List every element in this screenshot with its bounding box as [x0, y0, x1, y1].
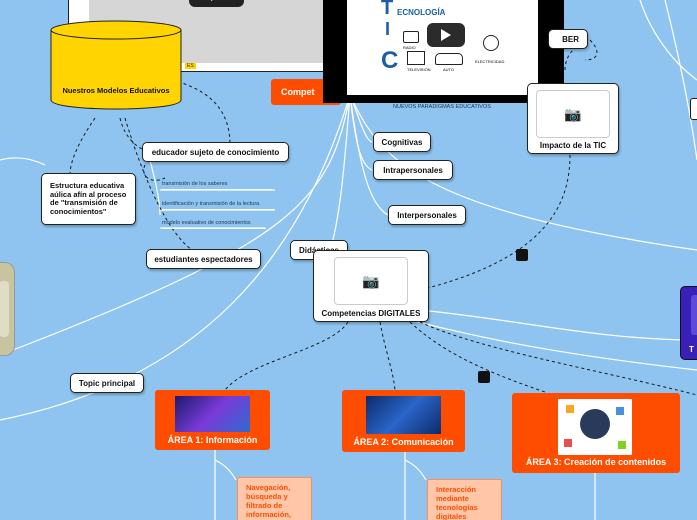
estructura-node[interactable]: Estructura educativa aúlica afín al proc… [41, 173, 136, 225]
tv-caption: TELEVISIÓN [407, 67, 431, 72]
area-3-label: ÁREA 3: Creación de contenidos [525, 457, 667, 467]
area-2-image [366, 396, 441, 434]
subtopic-evaluativo[interactable]: modelo evaluativo de conocimientos [162, 220, 266, 229]
intrapersonales-node[interactable]: Intrapersonales [373, 160, 453, 180]
image-placeholder: 📷 [334, 257, 408, 305]
area-1-node[interactable]: ÁREA 1: Información [155, 390, 270, 450]
left-edge-node[interactable] [0, 262, 15, 356]
subtopic-transmision[interactable]: transmisión de los saberes [162, 181, 272, 190]
area-3-image [558, 399, 632, 455]
estructura-label: Estructura educativa aúlica afín al proc… [50, 181, 127, 216]
estudiantes-label: estudiantes espectadores [154, 254, 253, 264]
lightbulb-icon [483, 35, 499, 51]
area-2-detail-label: Interacción mediante tecnologías digital… [436, 485, 478, 520]
right-edge-card[interactable] [690, 98, 697, 120]
area-1-detail-label: Navegación, búsqueda y filtrado de infor… [246, 483, 292, 519]
car-caption: AUTO [443, 67, 455, 72]
area-3-node[interactable]: ÁREA 3: Creación de contenidos [512, 393, 680, 473]
interpersonales-label: Interpersonales [397, 210, 457, 220]
area-1-label: ÁREA 1: Información [167, 435, 258, 445]
educador-label: educador sujeto de conocimiento [151, 147, 280, 157]
competencias-header-label: Compet [281, 87, 315, 97]
nuestros-modelos-label: Nuestros Modelos Educativos [62, 86, 170, 95]
area-2-detail-node[interactable]: Interacción mediante tecnologías digital… [427, 479, 502, 520]
tic-letter-c: C [381, 47, 399, 74]
tic-letter-i: I [385, 19, 391, 39]
area-2-label: ÁREA 2: Comunicación [353, 437, 454, 447]
saber-node[interactable]: BER [548, 29, 588, 49]
tic-video-frame[interactable]: T ECNOLOGÍA I C RADIO TELEVISIÓN AUTO EL… [323, 0, 564, 103]
tic-right-label: T [689, 345, 694, 354]
estudiantes-node[interactable]: estudiantes espectadores [146, 249, 261, 269]
saber-label: BER [562, 34, 579, 44]
subtopic-lectura[interactable]: identificación y transmisión de la lectu… [162, 201, 274, 210]
tv-icon [407, 51, 425, 65]
impacto-node[interactable]: 📷 Impacto de la TIC [527, 83, 619, 154]
competencias-digitales-label: Competencias DIGITALES [321, 309, 421, 318]
interpersonales-node[interactable]: Interpersonales [388, 205, 466, 225]
es-badge: ES [185, 63, 196, 69]
competencias-digitales-node[interactable]: 📷 Competencias DIGITALES [313, 250, 429, 322]
nuestros-modelos-node[interactable]: Nuestros Modelos Educativos ES [50, 20, 196, 116]
area-2-node[interactable]: ÁREA 2: Comunicación [342, 390, 465, 452]
impacto-label: Impacto de la TIC [539, 141, 607, 150]
intrapersonales-label: Intrapersonales [383, 165, 443, 175]
play-button-icon[interactable] [427, 23, 465, 47]
cognitivas-node[interactable]: Cognitivas [373, 132, 431, 152]
cognitivas-label: Cognitivas [381, 137, 423, 147]
nuevos-paradigmas-label: NUEVOS PARADIGMAS EDUCATIVOS [393, 104, 491, 110]
area-1-image [175, 396, 250, 432]
topic-principal-label: Topic principal [78, 378, 136, 388]
camera-icon: 📷 [362, 272, 380, 289]
area-1-detail-node[interactable]: Navegación, búsqueda y filtrado de infor… [237, 477, 312, 520]
tic-right-node[interactable]: T [680, 286, 697, 360]
radio-caption: RADIO [403, 45, 416, 50]
tic-title: ECNOLOGÍA [397, 8, 446, 17]
connector-square [516, 249, 528, 261]
image-placeholder: 📷 [536, 90, 610, 138]
tic-image: T ECNOLOGÍA I C RADIO TELEVISIÓN AUTO EL… [347, 0, 538, 95]
car-icon [435, 53, 463, 65]
topic-principal-node[interactable]: Topic principal [70, 373, 144, 393]
camera-icon: 📷 [564, 105, 582, 122]
connector-square [478, 371, 490, 383]
cylinder-shape [50, 20, 182, 110]
educador-node[interactable]: educador sujeto de conocimiento [142, 142, 289, 162]
radio-icon [403, 31, 419, 43]
tic-letter-t: T [381, 0, 394, 19]
play-button-icon[interactable] [189, 0, 244, 7]
electricity-caption: ELECTRICIDAD [475, 59, 505, 64]
